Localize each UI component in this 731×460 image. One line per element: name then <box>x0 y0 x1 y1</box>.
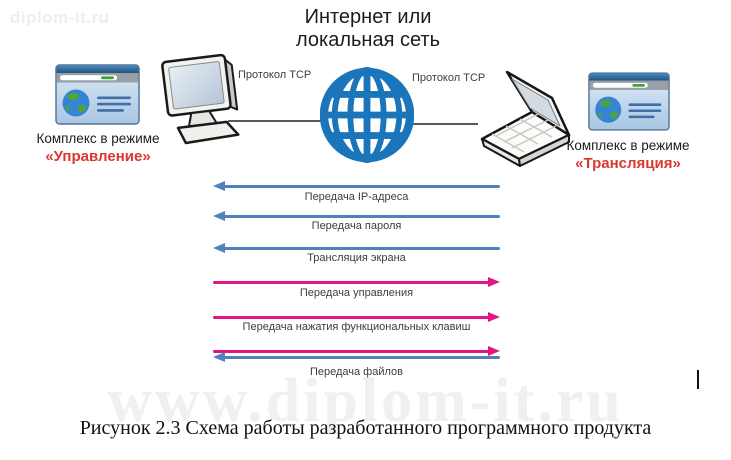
arrow-function-keys-right <box>213 312 500 322</box>
figure-caption: Рисунок 2.3 Схема работы разработанного … <box>79 417 652 439</box>
globe-icon <box>320 66 414 164</box>
browser-window-icon <box>588 72 670 131</box>
arrow-label-password: Передача пароля <box>311 220 402 232</box>
arrowhead-left-icon <box>213 352 225 362</box>
right-node-mode-label: «Трансляция» <box>575 155 681 172</box>
arrow-ip-address-left <box>213 181 500 191</box>
laptop-icon <box>472 62 572 167</box>
protocol-tcp-left-label: Протокол TCP <box>238 69 312 81</box>
protocol-tcp-right-label: Протокол TCP <box>412 72 486 84</box>
diagram-title-line2: локальная сеть <box>295 29 440 51</box>
network-line-right <box>411 123 478 125</box>
arrow-label-screen-broadcast: Трансляция экрана <box>307 252 406 264</box>
arrow-label-control: Передача управления <box>299 287 414 299</box>
watermark-bottom: www.diplom-it.ru <box>107 367 624 435</box>
text-caret <box>697 370 699 389</box>
arrow-files-right <box>213 346 500 356</box>
arrowhead-right-icon <box>488 277 500 287</box>
diagram-title-line1: Интернет или <box>304 6 432 28</box>
arrowhead-right-icon <box>488 312 500 322</box>
right-node-caption: Комплекс в режиме «Трансляция» <box>548 138 708 172</box>
arrow-password-left <box>213 211 500 221</box>
arrowhead-left-icon <box>213 211 225 221</box>
right-node-caption-line1: Комплекс в режиме <box>566 138 690 153</box>
desktop-monitor-icon <box>158 52 243 152</box>
arrow-label-function-keys: Передача нажатия функциональных клавиш <box>242 321 471 333</box>
arrowhead-left-icon <box>213 181 225 191</box>
network-line-left <box>228 120 323 122</box>
left-node-caption-line1: Комплекс в режиме <box>36 131 160 146</box>
arrow-files-left <box>213 352 500 362</box>
arrow-screen-broadcast-left <box>213 243 500 253</box>
left-node-mode-label: «Управление» <box>45 148 151 165</box>
watermark-top-left: diplom-it.ru <box>10 8 110 27</box>
arrow-label-ip-address: Передача IP-адреса <box>304 191 409 203</box>
arrow-label-files: Передача файлов <box>309 366 404 378</box>
arrowhead-left-icon <box>213 243 225 253</box>
arrow-control-right <box>213 277 500 287</box>
diagram-title: Интернет или локальная сеть <box>258 6 478 52</box>
browser-window-icon <box>55 64 140 125</box>
left-node-caption: Комплекс в режиме «Управление» <box>18 131 178 165</box>
arrowhead-right-icon <box>488 346 500 356</box>
